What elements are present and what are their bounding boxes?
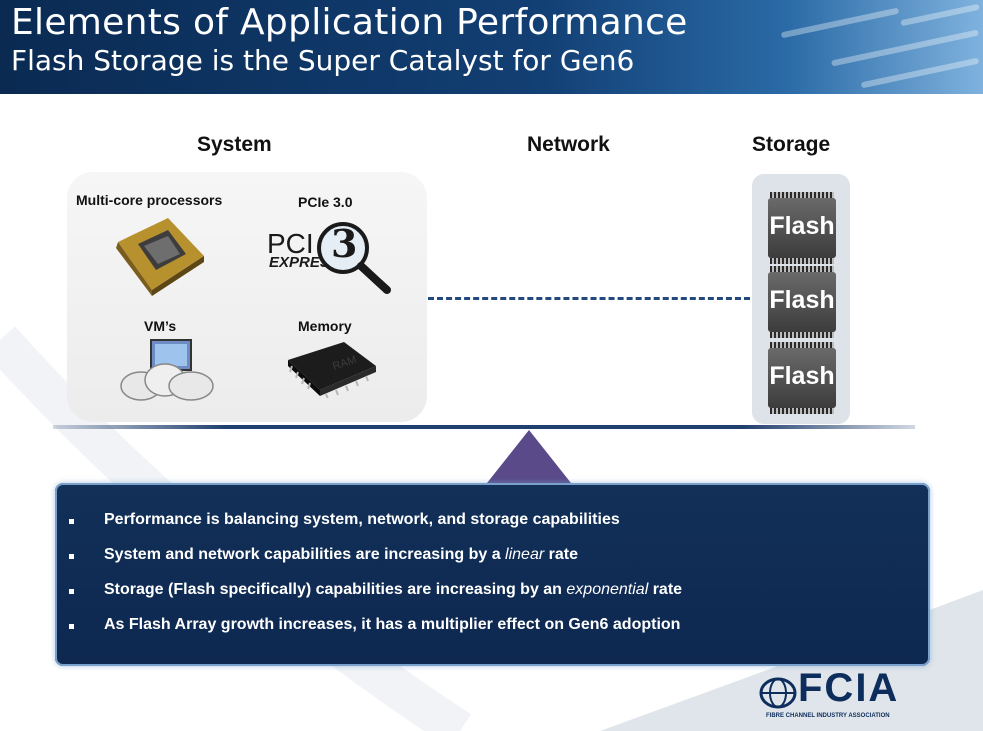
memory-label: Memory	[298, 318, 352, 334]
pcie-logo-number: 3	[331, 221, 358, 266]
page-subtitle: Flash Storage is the Super Catalyst for …	[11, 44, 635, 77]
header-banner	[0, 0, 983, 94]
fcia-logo: FCIA FIBRE CHANNEL INDUSTRY ASSOCIATION	[758, 666, 938, 722]
vm-cloud-image	[115, 336, 219, 402]
page-title: Elements of Application Performance	[11, 2, 688, 43]
flash-chip: Flash	[768, 342, 836, 414]
cloud-computer-icon	[120, 339, 214, 401]
cpu-label: Multi-core processors	[76, 192, 223, 208]
bullet-text: Storage (Flash specifically) capabilitie…	[104, 581, 683, 598]
fulcrum-triangle	[487, 430, 571, 483]
magnifier-icon	[317, 222, 391, 294]
bullet-marker	[69, 554, 74, 559]
vm-label: VM’s	[144, 318, 177, 334]
network-heading: Network	[527, 133, 610, 156]
bullet-marker	[69, 589, 74, 594]
storage-panel: Flash Flash Flash	[752, 174, 850, 424]
memory-chip-icon: RAM	[288, 342, 376, 398]
globe-icon	[759, 677, 797, 709]
system-heading: System	[197, 133, 272, 156]
bullet-text: System and network capabilities are incr…	[104, 546, 578, 563]
summary-panel: Performance is balancing system, network…	[55, 483, 930, 666]
storage-heading: Storage	[752, 133, 831, 156]
fcia-logo-tagline: FIBRE CHANNEL INDUSTRY ASSOCIATION	[766, 713, 890, 719]
flash-chip: Flash	[768, 266, 836, 338]
network-link-line	[428, 297, 750, 300]
bullet-marker	[69, 624, 74, 629]
flash-label: Flash	[769, 362, 835, 390]
pcie-logo: PCI EXPRES 3	[267, 216, 407, 296]
pcie-logo-text: PCI	[267, 228, 314, 259]
cpu-chip-icon	[116, 218, 204, 296]
bullet-text: Performance is balancing system, network…	[104, 511, 620, 528]
flash-chip: Flash	[768, 192, 836, 264]
fcia-logo-name: FCIA	[798, 666, 900, 710]
balance-beam	[53, 425, 915, 429]
pcie-logo-subtext: EXPRES	[269, 254, 330, 271]
flash-label: Flash	[769, 286, 835, 314]
bullet-marker	[69, 519, 74, 524]
bullet-text: As Flash Array growth increases, it has …	[104, 616, 681, 633]
flash-label: Flash	[769, 212, 835, 240]
pcie-label: PCIe 3.0	[298, 194, 353, 210]
